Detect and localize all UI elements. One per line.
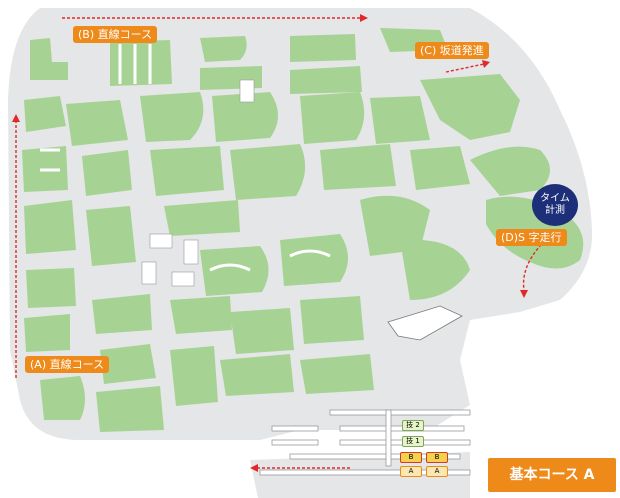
label-slope-start-c: (C) 坂道発進 — [415, 42, 489, 59]
tag-a-left: A — [400, 466, 422, 477]
tag-b-left: B — [400, 452, 422, 463]
timer-line1: タイム — [540, 193, 570, 204]
green-islands — [22, 28, 584, 432]
label-straight-course-b: (B) 直線コース — [73, 26, 158, 43]
timer-badge: タイム 計測 — [532, 184, 578, 226]
label-straight-course-a: (A) 直線コース — [25, 356, 110, 373]
timer-line2: 計測 — [545, 205, 565, 216]
tag-b-right: B — [426, 452, 448, 463]
crosswalks — [141, 79, 255, 287]
course-title: 基本コース A — [488, 458, 616, 492]
label-s-turn-d: (D)S 字走行 — [496, 229, 567, 246]
tag-technique-2: 技 2 — [402, 420, 424, 431]
tag-technique-1: 技 1 — [402, 436, 424, 447]
arrow-heads — [12, 14, 528, 472]
parking-outline — [387, 305, 463, 341]
track-lines — [40, 44, 331, 272]
tag-a-right: A — [426, 466, 448, 477]
